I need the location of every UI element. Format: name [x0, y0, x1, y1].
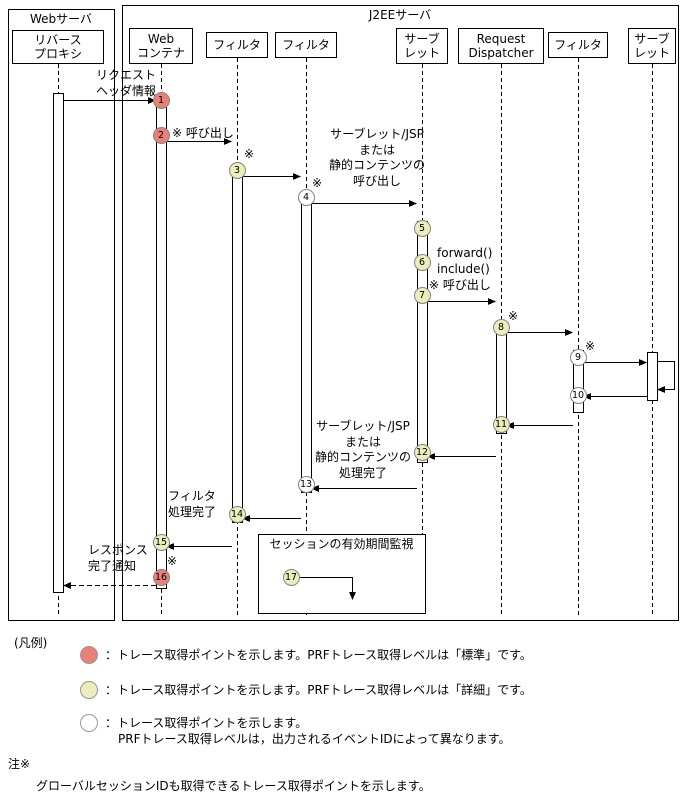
legend-item-text-2: PRFトレース取得レベルは，出力されるイベントIDによって異なります。: [118, 732, 511, 746]
message-arrowhead-12: [242, 515, 250, 522]
message-arrowhead-13: [166, 543, 174, 550]
note-mark-3: ※: [244, 147, 255, 161]
message-arrowhead-5: [488, 298, 496, 305]
frame-web-server: [8, 9, 115, 621]
standard-trace-point-icon: [80, 646, 98, 664]
trace-point-7: 7: [413, 286, 431, 304]
message-arrowhead-8: [583, 393, 591, 400]
frame-title-web-server: Webサーバ: [29, 12, 93, 26]
trace-point-12: 12: [413, 443, 431, 461]
activation-bar-3: [232, 167, 243, 523]
servlet-complete-label: サーブレット/JSP または 静的コンテンツの 処理完了: [314, 419, 412, 480]
note-mark-8: ※: [508, 309, 519, 323]
request-header-label: リクエスト ヘッダ情報: [96, 68, 157, 98]
filter-complete-label: フィルタ 処理完了: [168, 489, 217, 519]
note-mark: 注※: [8, 757, 31, 771]
note-text: グローバルセッションIDも取得できるトレース取得ポイントを示します。: [36, 779, 431, 793]
message-arrowhead-10: [427, 453, 435, 460]
legend-item-detail: ：トレース取得ポイントを示します。PRFトレース取得レベルは「詳細」です。: [80, 681, 532, 699]
response-label: レスポンス 完了通知: [88, 543, 148, 573]
trace-point-11: 11: [492, 415, 510, 433]
message-arrowhead-14: [63, 582, 71, 589]
legend-item-text: ：トレース取得ポイントを示します。PRFトレース取得レベルは「標準」です。: [105, 648, 532, 662]
variable-trace-point-icon: [80, 714, 98, 732]
frame-title-j2ee-server: J2EEサーバ: [368, 8, 432, 22]
participant-filter-1: フィルタ: [206, 32, 268, 58]
self-call-arrowhead: [657, 386, 665, 393]
participant-filter-3: フィルタ: [548, 32, 608, 58]
participant-servlet-2: サーブ レット: [628, 28, 676, 64]
legend-section: (凡例) ：トレース取得ポイントを示します。PRFトレース取得レベルは「標準」で…: [0, 630, 684, 808]
call-note-1: ※ 呼び出し: [172, 126, 234, 140]
participant-web-container: Web コンテナ: [129, 28, 193, 64]
participant-request-dispatcher: Request Dispatcher: [458, 28, 544, 64]
activation-bar-1: [53, 93, 64, 593]
participant-filter-2: フィルタ: [275, 32, 337, 58]
message-arrowhead-1: [148, 97, 156, 104]
trace-point-3: 3: [228, 161, 246, 179]
activation-bar-4: [301, 196, 312, 493]
trace-point-2: 2: [152, 126, 170, 144]
message-arrowhead-6: [565, 329, 573, 336]
message-arrowhead-7: [639, 359, 647, 366]
trace-point-14: 14: [228, 505, 246, 523]
detail-trace-point-icon: [80, 681, 98, 699]
message-arrowhead-3: [293, 173, 301, 180]
session-monitor-arrow: [299, 577, 353, 592]
session-monitor-arrowhead: [349, 592, 356, 600]
message-arrowhead-9: [506, 422, 514, 429]
frame-j2ee-server: [122, 5, 679, 621]
note-mark-9: ※: [585, 339, 596, 353]
trace-point-1: 1: [152, 91, 170, 109]
legend-item-text: ：トレース取得ポイントを示します。PRFトレース取得レベルは「詳細」です。: [105, 683, 532, 697]
trace-point-17: 17: [282, 568, 300, 586]
message-arrowhead-11: [311, 485, 319, 492]
session-monitor-title: セッションの有効期間監視: [269, 537, 414, 551]
trace-point-9: 9: [569, 348, 587, 366]
trace-point-8: 8: [492, 318, 510, 336]
trace-point-4: 4: [297, 188, 315, 206]
legend-item-variable: ：トレース取得ポイントを示します。 PRFトレース取得レベルは，出力されるイベン…: [80, 714, 511, 747]
note-mark-16: ※: [167, 554, 178, 568]
legend-title: (凡例): [14, 636, 48, 650]
message-arrowhead-4: [409, 200, 417, 207]
participant-servlet-1: サーブ レット: [396, 28, 448, 64]
trace-point-6: 6: [413, 253, 431, 271]
participant-reverse-proxy: リバース プロキシ: [12, 30, 104, 64]
message-arrowhead-2: [224, 138, 232, 145]
activation-bar-2: [156, 103, 167, 589]
forward-include-label: forward() include(): [437, 246, 493, 276]
self-call-arrow: [657, 361, 675, 390]
note-mark-4: ※: [312, 176, 323, 190]
legend-item-text: ：トレース取得ポイントを示します。: [105, 716, 308, 730]
servlet-call-label: サーブレット/JSP または 静的コンテンツの 呼び出し: [328, 127, 426, 188]
trace-point-15: 15: [152, 533, 170, 551]
activation-bar-8: [647, 352, 658, 401]
legend-item-standard: ：トレース取得ポイントを示します。PRFトレース取得レベルは「標準」です。: [80, 646, 532, 664]
trace-point-5: 5: [413, 219, 431, 237]
trace-point-10: 10: [569, 386, 587, 404]
call-note-2: ※ 呼び出し: [429, 278, 491, 292]
trace-point-13: 13: [297, 475, 315, 493]
trace-point-16: 16: [152, 568, 170, 586]
